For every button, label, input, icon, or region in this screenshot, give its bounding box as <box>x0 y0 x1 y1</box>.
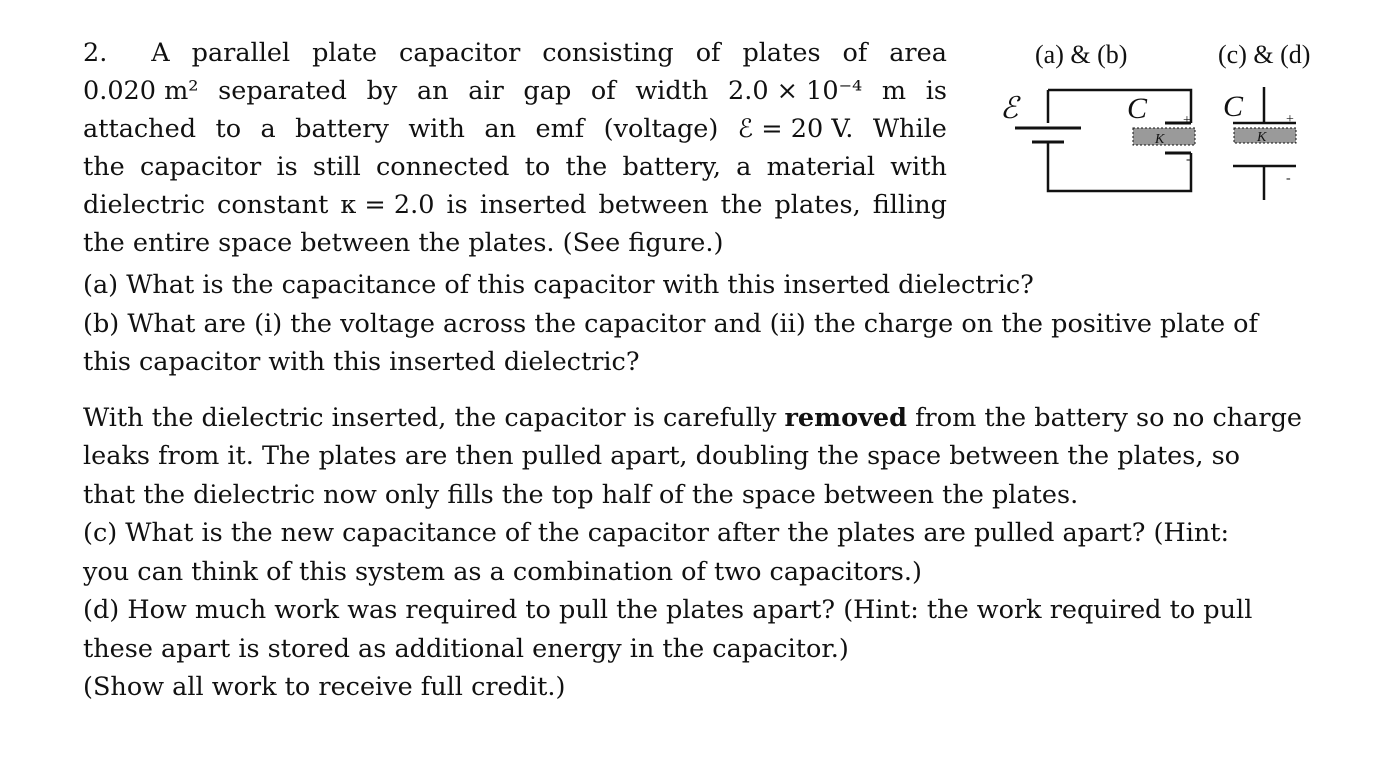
part-d-line-2: these apart is stored as additional ener… <box>83 634 849 664</box>
problem-line-2: 0.020 m² separated by an air gap of widt… <box>83 72 947 110</box>
word: a <box>736 152 752 182</box>
word: width <box>635 76 709 106</box>
word: an <box>416 76 449 106</box>
word: plates, <box>774 190 861 220</box>
circuit-wires <box>1046 88 1193 193</box>
word: capacitor <box>399 38 521 68</box>
word: an <box>484 114 517 144</box>
capacitor-label-cd: C <box>1223 90 1244 123</box>
part-b-line-2: this capacitor with this inserted dielec… <box>83 347 640 377</box>
paragraph-2-line-1: With the dielectric inserted, the capaci… <box>83 399 1302 437</box>
word: battery, <box>622 152 721 182</box>
part-d-line-1: (d) How much work was required to pull t… <box>83 595 1253 625</box>
problem-number: 2. <box>83 38 108 68</box>
word: area <box>889 38 947 68</box>
problem-line-6: the entire space between the plates. (Se… <box>83 228 724 258</box>
word: still <box>312 152 361 182</box>
dielectric-slab-cd <box>1233 127 1297 144</box>
word: between <box>598 190 709 220</box>
word: dielectric <box>83 190 205 220</box>
part-a: (a) What is the capacitance of this capa… <box>83 270 1034 300</box>
figure-label-cd: (c) & (d) <box>1218 40 1310 69</box>
kappa-label-ab: K <box>1154 132 1165 147</box>
dielectric-slab-ab <box>1132 127 1196 146</box>
word: separated <box>218 76 347 106</box>
problem-line-1: 2. A parallel plate capacitor consisting… <box>83 34 947 72</box>
word: constant <box>217 190 329 220</box>
circuit-figure: (a) & (b) (c) & (d) ℰ K C + - C K + - <box>1000 40 1310 200</box>
word: of <box>695 38 721 68</box>
word: gap <box>523 76 572 106</box>
word: A <box>151 38 170 68</box>
word: battery <box>295 114 389 144</box>
word: of <box>590 76 616 106</box>
word: parallel <box>191 38 291 68</box>
plus-sign-ab: + <box>1183 113 1191 128</box>
emphasis-removed: removed <box>784 403 907 433</box>
emf-symbol: ℰ <box>1000 92 1021 125</box>
word: of <box>842 38 868 68</box>
word: plate <box>312 38 378 68</box>
word: a <box>260 114 276 144</box>
kappa-label-cd: K <box>1256 130 1267 145</box>
word: to <box>524 152 551 182</box>
kappa-value: κ = 2.0 <box>340 190 435 220</box>
emf-value: ℰ = 20 V. <box>737 114 854 144</box>
word: inserted <box>479 190 587 220</box>
word: plates <box>742 38 821 68</box>
figure-label-ab: (a) & (b) <box>1035 40 1127 69</box>
area-value: 0.020 m² <box>83 76 199 106</box>
paragraph-2-line-2: leaks from it. The plates are then pulle… <box>83 441 1241 471</box>
word: filling <box>872 190 947 220</box>
text: With the dielectric inserted, the capaci… <box>83 403 777 433</box>
word: is <box>925 76 947 106</box>
word: to <box>215 114 242 144</box>
closing-instruction: (Show all work to receive full credit.) <box>83 672 566 702</box>
minus-sign-cd: - <box>1286 171 1291 186</box>
problem-line-3: attached to a battery with an emf (volta… <box>83 110 947 148</box>
word: is <box>446 190 468 220</box>
word: is <box>276 152 298 182</box>
problem-line-5: dielectric constant κ = 2.0 is inserted … <box>83 186 947 224</box>
word: with <box>408 114 465 144</box>
plus-sign-cd: + <box>1286 112 1294 127</box>
word: the <box>720 190 763 220</box>
word: attached <box>83 114 197 144</box>
gap-value: 2.0 × 10⁻⁴ <box>727 76 863 106</box>
minus-sign-ab: - <box>1186 152 1191 167</box>
word: air <box>468 76 504 106</box>
word: the <box>565 152 608 182</box>
word: by <box>366 76 398 106</box>
word: emf <box>535 114 585 144</box>
word: connected <box>375 152 510 182</box>
text: from the battery so no charge <box>915 403 1302 433</box>
word: While <box>872 114 947 144</box>
word: capacitor <box>139 152 262 182</box>
word: material <box>766 152 876 182</box>
word: the <box>83 152 125 182</box>
paragraph-2-line-3: that the dielectric now only fills the t… <box>83 480 1079 510</box>
word: (voltage) <box>603 114 719 144</box>
word: with <box>890 152 947 182</box>
part-b-line-1: (b) What are (i) the voltage across the … <box>83 309 1258 339</box>
problem-line-4: the capacitor is still connected to the … <box>83 148 947 186</box>
word: m <box>881 76 907 106</box>
word: consisting <box>542 38 674 68</box>
part-c-line-2: you can think of this system as a combin… <box>83 557 922 587</box>
part-c-line-1: (c) What is the new capacitance of the c… <box>83 518 1230 548</box>
capacitor-label-ab: C <box>1127 92 1148 125</box>
